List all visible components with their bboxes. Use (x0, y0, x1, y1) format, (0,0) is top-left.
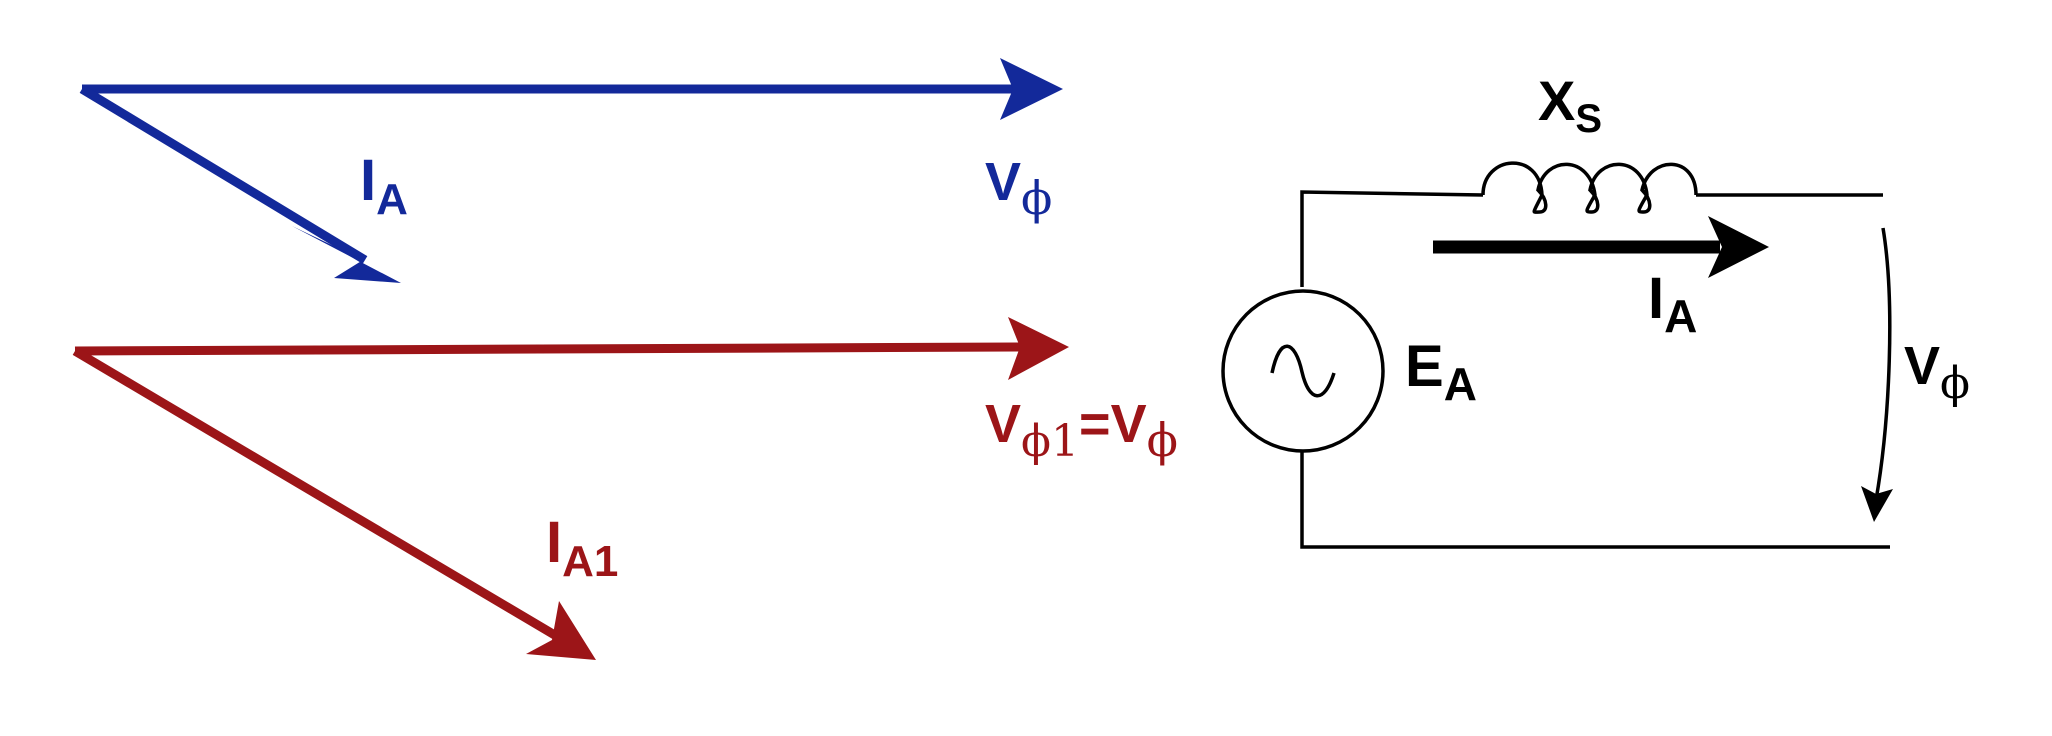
wire-left-top (1300, 190, 1484, 287)
ia-arrowhead (292, 226, 401, 283)
ia-circuit-label: IA (1648, 266, 1697, 342)
v-phi-circuit-label: Vϕ (1904, 336, 1970, 409)
ia-phasor-line (79, 85, 368, 264)
v-phi1-equals-v-phi-label: Vϕ1=Vϕ (985, 394, 1178, 467)
ia1-arrowhead (526, 601, 596, 660)
ia1-label: IA1 (546, 510, 618, 586)
ia-current-arrowhead (1708, 216, 1769, 278)
ia-label: IA (360, 148, 408, 224)
wire-left-bottom (1300, 451, 1890, 549)
xs-label: XS (1538, 69, 1602, 141)
v-phi-voltage-arrow (1874, 227, 1892, 501)
circuit (1221, 161, 1892, 549)
ea-label: EA (1405, 334, 1477, 410)
bottom-phasor-group: IA1 Vϕ1=Vϕ (72, 317, 1178, 660)
inductor-xs (1481, 161, 1698, 214)
v-phi-voltage-arrowhead (1861, 486, 1893, 522)
top-phasor-group: IA Vϕ (79, 58, 1063, 283)
sine-wave-icon (1270, 344, 1336, 398)
ia1-phasor-line (72, 347, 561, 641)
v-phi-arrowhead (1000, 58, 1063, 120)
v-phi1-arrowhead (1008, 317, 1069, 380)
v-phi1-phasor-line (74, 342, 1021, 356)
v-phi-label: Vϕ (985, 152, 1052, 225)
